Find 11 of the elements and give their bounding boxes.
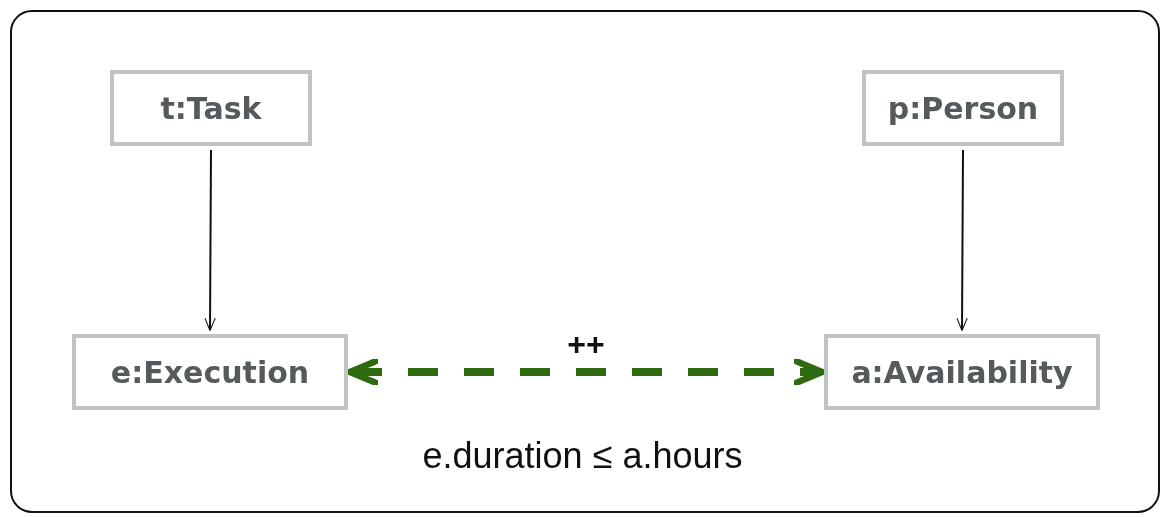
object-name: p:Person xyxy=(887,90,1039,126)
arrow xyxy=(956,149,968,331)
object-name: t:Task xyxy=(160,90,262,126)
object-box xyxy=(72,334,348,410)
object-box xyxy=(862,70,1064,146)
object-box xyxy=(824,334,1100,410)
constraint-text: e.duration ≤ a.hours xyxy=(421,435,744,477)
object-name: e:Execution xyxy=(110,354,310,390)
object-name: a:Availability xyxy=(851,354,1073,390)
object-box xyxy=(110,70,312,146)
arrow xyxy=(204,149,216,331)
